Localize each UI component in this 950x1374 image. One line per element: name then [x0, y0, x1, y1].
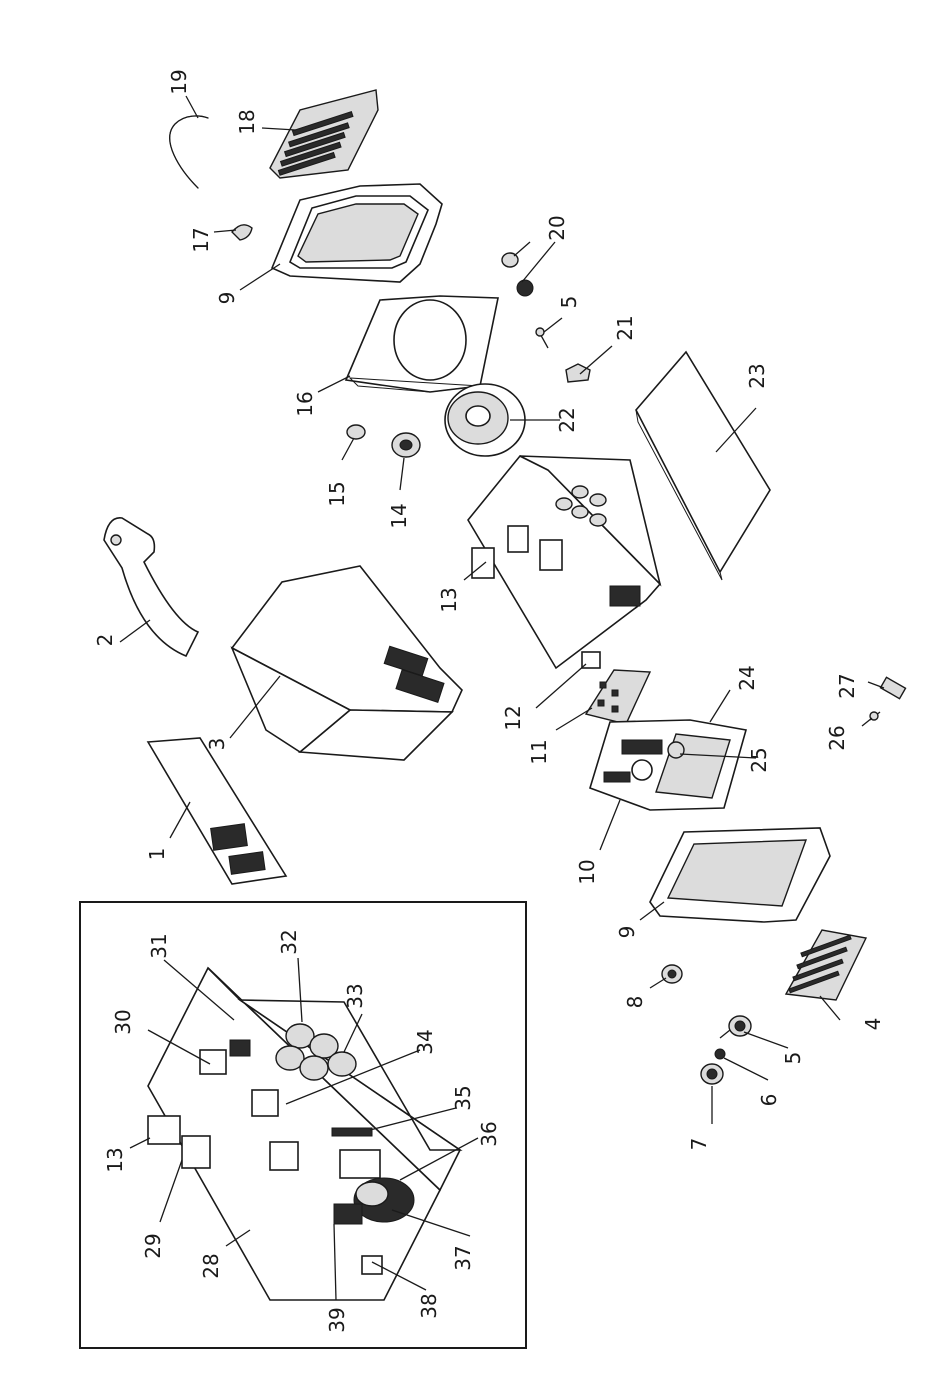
- part-15-cap: [347, 425, 365, 439]
- part-2-handle: [104, 518, 198, 656]
- callout-18: 18: [235, 109, 259, 134]
- callout-7: 7: [687, 1138, 711, 1151]
- part-16-fan-shroud: [346, 296, 498, 392]
- part-27-fitting: [880, 677, 905, 698]
- part-4-grille: [786, 930, 866, 1000]
- callout-34: 34: [413, 1029, 437, 1054]
- callout-5-lower: 5: [781, 1052, 805, 1065]
- callout-13-main: 13: [437, 587, 461, 612]
- detail-chassis-assembly: [148, 968, 460, 1300]
- callout-23: 23: [745, 363, 769, 388]
- callout-14: 14: [387, 503, 411, 528]
- callout-32: 32: [277, 929, 301, 954]
- callout-3: 3: [205, 738, 229, 751]
- callout-38: 38: [417, 1293, 441, 1318]
- callout-11: 11: [527, 739, 551, 764]
- callout-1: 1: [145, 848, 169, 861]
- part-14-selector: [392, 433, 420, 457]
- part-19-hose: [170, 116, 208, 188]
- part-6-washer: [715, 1049, 725, 1059]
- callout-9-lower: 9: [615, 926, 639, 939]
- callout-26: 26: [825, 725, 849, 750]
- part-11-pcb: [586, 670, 650, 724]
- callout-15: 15: [325, 481, 349, 506]
- callout-2: 2: [93, 634, 117, 647]
- callout-9-top: 9: [215, 292, 239, 305]
- part-7-knob: [701, 1064, 723, 1084]
- callout-21: 21: [613, 315, 637, 340]
- callout-16: 16: [293, 391, 317, 416]
- callout-30: 30: [111, 1009, 135, 1034]
- callout-17: 17: [189, 227, 213, 252]
- part-8-knob: [662, 965, 682, 983]
- part-1-side-panel: [148, 738, 286, 884]
- callout-22: 22: [555, 407, 579, 432]
- callout-12: 12: [501, 705, 525, 730]
- part-24-front-panel: [590, 720, 746, 810]
- callout-10: 10: [575, 859, 599, 884]
- callout-25: 25: [747, 747, 771, 772]
- callout-24: 24: [735, 665, 759, 690]
- callout-20: 20: [545, 215, 569, 240]
- callout-6: 6: [757, 1094, 781, 1107]
- callout-28: 28: [199, 1253, 223, 1278]
- callout-8: 8: [623, 996, 647, 1009]
- callout-19: 19: [167, 69, 191, 94]
- callout-27: 27: [835, 673, 859, 698]
- callout-36: 36: [477, 1121, 501, 1146]
- callout-31: 31: [147, 933, 171, 958]
- callout-5-upper: 5: [557, 296, 581, 309]
- part-17-knob: [232, 225, 252, 240]
- part-13-chassis: [468, 456, 660, 668]
- part-9-front-bezel-top: [272, 184, 442, 282]
- callout-39: 39: [325, 1307, 349, 1332]
- part-5-terminal-lower: [720, 1030, 730, 1038]
- callout-35: 35: [451, 1085, 475, 1110]
- part-9-front-bezel-lower: [650, 828, 830, 922]
- part-21-switch: [566, 364, 590, 382]
- part-3-cover: [232, 566, 462, 760]
- part-18-grille: [270, 90, 378, 178]
- callout-37: 37: [451, 1245, 475, 1270]
- callout-33: 33: [343, 983, 367, 1008]
- callout-4: 4: [861, 1018, 885, 1031]
- callout-13-inset: 13: [103, 1147, 127, 1172]
- callout-29: 29: [141, 1233, 165, 1258]
